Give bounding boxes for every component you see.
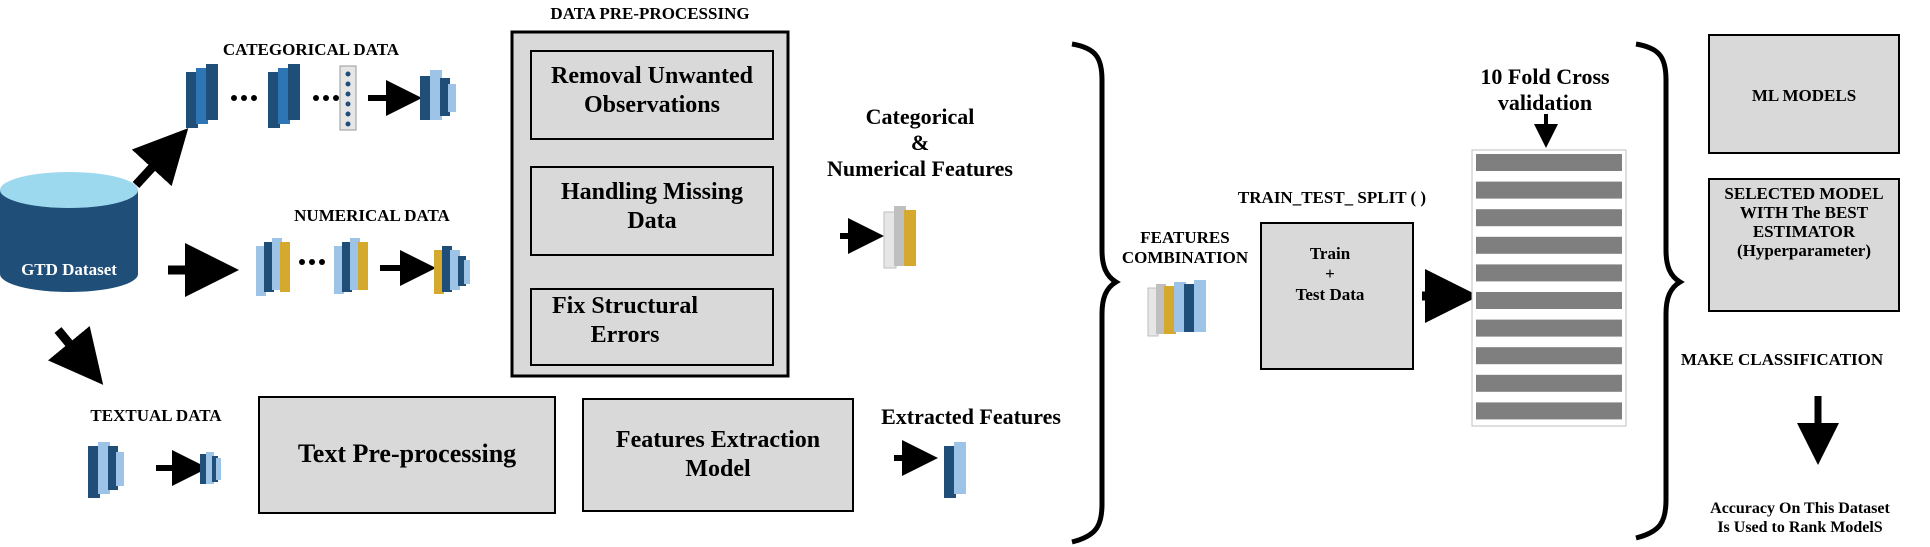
textual-data-icons — [88, 442, 221, 498]
catnum-features-label: Categorical & Numerical Features — [827, 104, 1013, 181]
categorical-data-icons — [186, 64, 456, 131]
cv-fold-bar — [1476, 181, 1622, 199]
ml-models-box — [1708, 34, 1900, 154]
step-removal-unwanted-label: Removal Unwanted Observations — [551, 63, 753, 118]
cv-fold-bar — [1476, 264, 1622, 282]
cv-fold-bar — [1476, 319, 1622, 337]
numerical-data-label: NUMERICAL DATA — [294, 206, 450, 225]
text-preprocessing-box — [258, 396, 556, 514]
cv-fold-bar — [1476, 292, 1622, 309]
features-brace — [1071, 41, 1121, 545]
step-fix-structural-label: Fix Structural Errors — [552, 293, 698, 348]
selected-model-label: SELECTED MODEL WITH The BEST ESTIMATOR (… — [1724, 184, 1884, 261]
extracted-features-label: Extracted Features — [881, 404, 1061, 429]
cv-fold-bar — [1476, 402, 1622, 420]
cv-fold-bar — [1476, 347, 1622, 365]
feature-extraction-box — [582, 398, 854, 512]
ml-models-label: ML MODELS — [1751, 86, 1857, 105]
numerical-data-icons — [256, 238, 470, 296]
cross-validation-title: 10 Fold Cross validation — [1480, 64, 1610, 115]
catnum-features-icon — [883, 206, 916, 269]
train-test-box-label: Train + Test Data — [1295, 244, 1365, 304]
cv-fold-bar — [1476, 154, 1622, 171]
cv-fold-bar — [1476, 374, 1622, 392]
arrow-to-textual — [47, 325, 104, 385]
train-test-split-title: TRAIN_TEST_ SPLIT ( ) — [1237, 188, 1427, 207]
step-handling-missing-label: Handling Missing Data — [560, 179, 744, 234]
features-combination-icon — [1147, 280, 1206, 337]
preprocessing-title: DATA PRE-PROCESSING — [550, 4, 750, 23]
gtd-dataset-label: GTD Dataset — [21, 260, 117, 279]
textual-data-label: TEXTUAL DATA — [90, 406, 222, 425]
feature-extraction-label: Features Extraction Model — [615, 427, 821, 482]
arrow-to-categorical — [131, 128, 189, 189]
source-arrows — [47, 128, 239, 385]
extracted-features-icon — [944, 442, 966, 498]
cv-fold-bar — [1476, 236, 1622, 254]
text-preprocessing-label: Text Pre-processing — [297, 439, 517, 468]
step-handling-missing — [530, 166, 774, 256]
accuracy-label: Accuracy On This Dataset Is Used to Rank… — [1710, 500, 1890, 536]
step-removal-unwanted — [530, 50, 774, 140]
cv-fold-bar — [1476, 209, 1622, 227]
selected-model-box — [1708, 178, 1900, 312]
step-fix-structural — [530, 288, 774, 366]
categorical-data-label: CATEGORICAL DATA — [222, 40, 400, 59]
cv-fold-bars — [1476, 154, 1622, 420]
make-classification-label: MAKE CLASSIFICATION — [1680, 350, 1884, 369]
model-brace — [1635, 41, 1685, 541]
features-combination-label: FEATURES COMBINATION — [1121, 228, 1249, 268]
train-test-box — [1260, 222, 1414, 370]
gtd-dataset-cylinder-icon — [0, 172, 138, 292]
